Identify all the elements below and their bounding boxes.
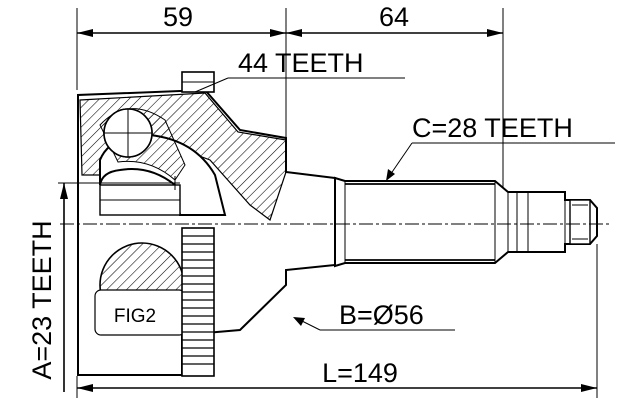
callout-c-teeth-leader: [386, 142, 615, 181]
left-dimension-line: [58, 176, 180, 392]
abs-tone-ring: [181, 227, 215, 377]
fig2-label: FIG2: [114, 306, 156, 327]
top-dimension-line: [76, 8, 504, 190]
housing-teeth-label: 44 TEETH: [238, 48, 364, 78]
stub-shaft: [334, 176, 598, 268]
overall-dimension-line: [76, 244, 598, 398]
callout-diameter-leader: [293, 317, 455, 331]
ball-cage: [94, 108, 186, 336]
dim-64-label: 64: [379, 2, 409, 32]
diameter-label: B=Ø56: [339, 300, 424, 330]
overall-length-label: L=149: [322, 358, 398, 388]
shaft-spline-label: C=28 TEETH: [412, 113, 573, 143]
a-teeth-label: A=23 TEETH: [27, 220, 57, 379]
housing-tooth-block: [181, 71, 229, 93]
dim-59-label: 59: [163, 2, 193, 32]
